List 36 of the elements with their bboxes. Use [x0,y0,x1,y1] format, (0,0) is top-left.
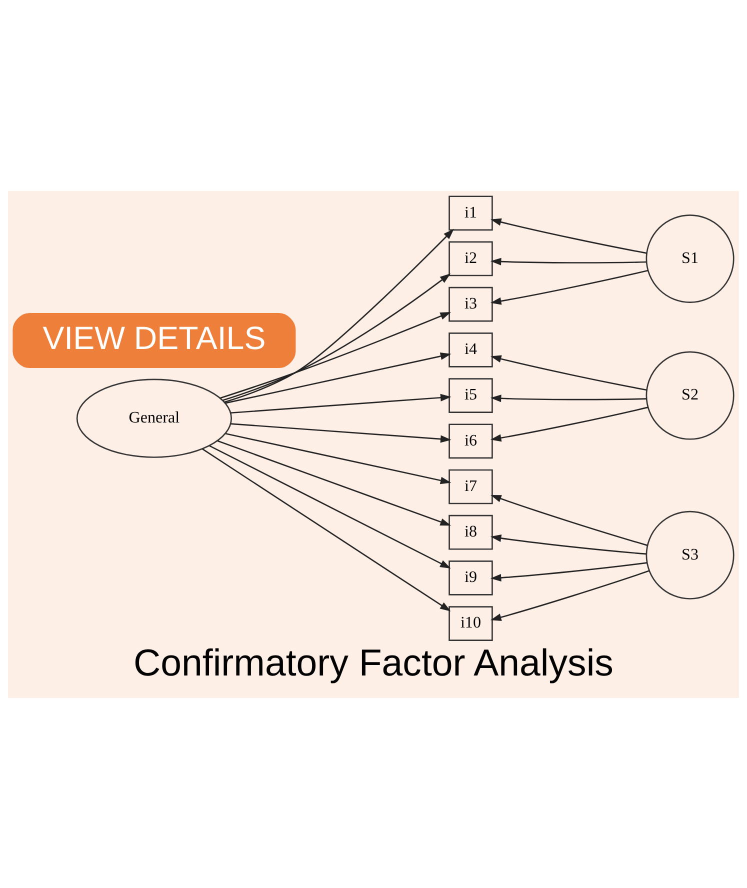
node-circle: S3 [646,510,734,599]
arrow [230,422,452,442]
node-ellipse: General [76,378,232,458]
arrow [220,311,452,398]
arrow [225,352,452,404]
arrow [225,432,452,484]
arrow [490,494,648,546]
arrow [490,257,646,265]
node-box: i4 [448,332,493,367]
arrow [209,444,451,568]
node-box: i7 [448,468,493,504]
arrow [202,448,451,611]
node-box: i9 [448,560,493,595]
arrow [490,218,647,254]
arrow [490,562,647,581]
node-box: i2 [448,240,493,276]
arrow [224,228,454,402]
arrow [222,272,451,400]
node-box: i1 [448,195,493,230]
node-box: i6 [448,423,493,458]
label: VIEW DETAILS [42,319,266,356]
arrow [490,269,648,304]
arrow [490,406,648,442]
arrow [217,440,452,526]
diagram-title: Confirmatory Factor Analysis [134,641,614,684]
node-box: i5 [448,378,493,412]
node-box: i3 [448,286,493,322]
arrow [490,394,646,402]
node-box: i10 [448,606,493,640]
arrow [490,534,646,554]
arrow [490,354,647,390]
node-circle: S2 [646,350,734,440]
node-box: i8 [448,514,493,550]
arrow [490,570,650,620]
node-circle: S1 [646,214,734,302]
arrow [230,393,452,414]
